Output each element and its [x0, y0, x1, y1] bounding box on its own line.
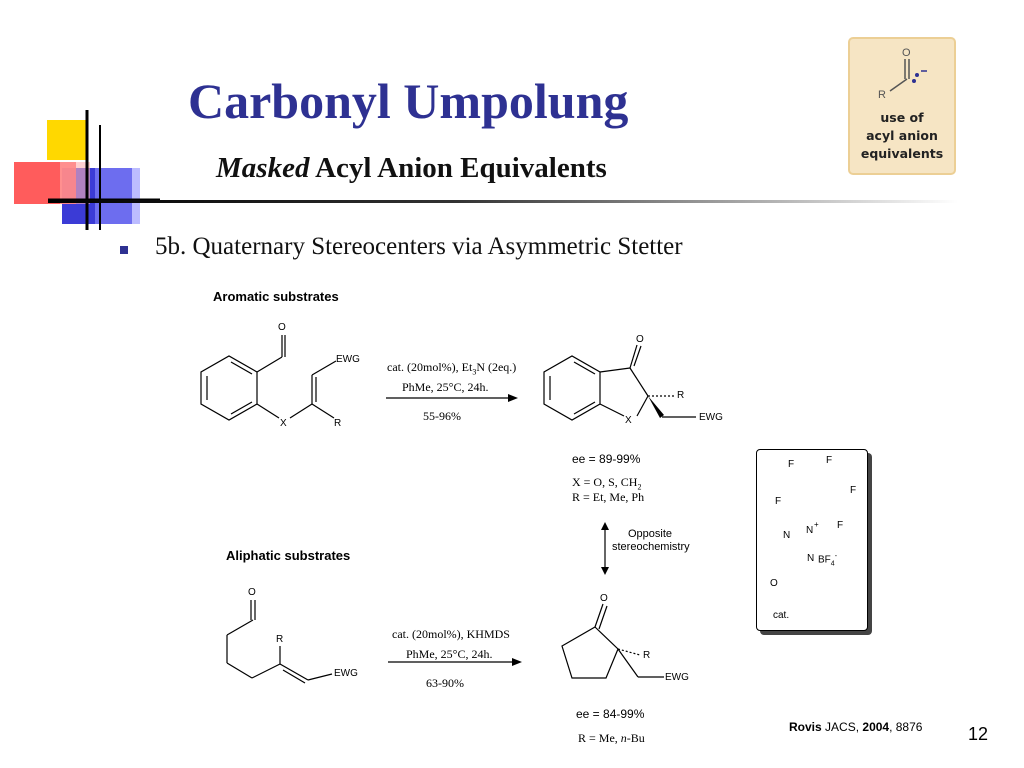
- catalyst-counterion: BF4-: [818, 553, 837, 567]
- catalyst-atom-o: O: [770, 578, 778, 589]
- aromatic-product-atom-ewg: EWG: [699, 412, 723, 423]
- opposite-label-1: Opposite: [628, 528, 673, 540]
- aliphatic-atom-r: R: [276, 634, 284, 645]
- aliphatic-r-def-post: -Bu: [626, 731, 645, 745]
- aliphatic-substrates-label: Aliphatic substrates: [226, 548, 351, 563]
- catalyst-atom-n-2: N: [806, 525, 814, 536]
- aromatic-ee: ee = 89-99%: [572, 452, 641, 466]
- aromatic-product-atom-x: X: [625, 415, 632, 426]
- badge-atom-o: O: [902, 47, 911, 59]
- citation-year: 2004: [862, 720, 890, 734]
- aromatic-condition-1: cat. (20mol%), Et3N (2eq.): [387, 360, 516, 376]
- subtitle-rest: Acyl Anion Equivalents: [315, 152, 607, 184]
- slide-title: Carbonyl Umpolung: [188, 73, 629, 129]
- aromatic-product-atom-r: R: [677, 390, 685, 401]
- badge-line-2: acyl anion: [866, 128, 938, 143]
- catalyst-charge-plus: +: [814, 520, 819, 529]
- citation-author: Rovis: [789, 720, 822, 734]
- aromatic-r-definition: R = Et, Me, Ph: [572, 490, 645, 504]
- aromatic-atom-x: X: [280, 418, 287, 429]
- citation-journal: JACS,: [825, 720, 860, 734]
- aromatic-condition-2: PhMe, 25°C, 24h.: [402, 380, 489, 394]
- aromatic-atom-o: O: [278, 322, 286, 333]
- aromatic-yield: 55-96%: [423, 409, 461, 423]
- bullet-square-icon: [120, 246, 128, 254]
- aromatic-x-definition: X = O, S, CH2: [572, 475, 641, 491]
- catalyst-atom-f-5: F: [837, 520, 844, 531]
- catalyst-label: cat.: [773, 610, 790, 621]
- aliphatic-r-def-italic: n: [620, 731, 627, 745]
- aromatic-x-def-text: X = O, S, CH: [572, 475, 638, 489]
- catalyst-bf: BF: [818, 554, 831, 566]
- acyl-anion-badge: O R use of acyl anion equivalents: [848, 37, 956, 175]
- aromatic-cond1-sub: 3: [472, 367, 477, 377]
- citation-pages: , 8876: [889, 720, 923, 734]
- opposite-label-2: stereochemistry: [612, 541, 690, 553]
- aromatic-x-def-sub: 2: [637, 482, 642, 492]
- slide-subtitle: Masked Acyl Anion Equivalents: [216, 152, 607, 185]
- bullet-text: 5b. Quaternary Stereocenters via Asymmet…: [155, 233, 683, 260]
- aliphatic-condition-1: cat. (20mol%), KHMDS: [392, 627, 510, 641]
- catalyst-charge-minus: -: [834, 553, 838, 560]
- subtitle-italic: Masked: [216, 152, 310, 184]
- catalyst-atom-n-1: N: [783, 530, 791, 541]
- aliphatic-atom-o: O: [248, 587, 256, 598]
- aromatic-cond1-b: N (2eq.): [476, 360, 517, 374]
- aliphatic-product-atom-ewg: EWG: [665, 672, 689, 683]
- aliphatic-ee: ee = 84-99%: [576, 707, 645, 721]
- catalyst-bf-sub: 4: [830, 560, 835, 568]
- aromatic-atom-r: R: [334, 418, 342, 429]
- aliphatic-r-def-pre: R = Me,: [578, 731, 621, 745]
- catalyst-box: [756, 449, 868, 631]
- aromatic-product-atom-o: O: [636, 334, 644, 345]
- badge-line-3: equivalents: [860, 146, 944, 161]
- aromatic-cond1-a: cat. (20mol%), Et: [387, 360, 473, 374]
- aliphatic-product-atom-o: O: [600, 593, 608, 604]
- badge-atom-r: R: [878, 89, 886, 101]
- aliphatic-product-atom-r: R: [643, 650, 651, 661]
- badge-text: use of acyl anion equivalents: [850, 109, 954, 163]
- page-number: 12: [968, 724, 989, 744]
- aromatic-atom-ewg: EWG: [336, 354, 360, 365]
- catalyst-atom-f-3: F: [850, 485, 857, 496]
- aliphatic-yield: 63-90%: [426, 676, 464, 690]
- catalyst-atom-f-4: F: [775, 496, 782, 507]
- aromatic-substrates-label: Aromatic substrates: [213, 289, 339, 304]
- citation: Rovis JACS, 2004, 8876: [789, 720, 922, 734]
- catalyst-atom-n-3: N: [807, 553, 815, 564]
- catalyst-atom-f-2: F: [788, 459, 795, 470]
- aliphatic-condition-2: PhMe, 25°C, 24h.: [406, 647, 493, 661]
- badge-line-1: use of: [880, 110, 924, 125]
- title-rule: [48, 200, 958, 203]
- catalyst-atom-f-1: F: [826, 455, 833, 466]
- aliphatic-atom-ewg: EWG: [334, 668, 358, 679]
- aliphatic-r-definition: R = Me, n-Bu: [578, 731, 645, 746]
